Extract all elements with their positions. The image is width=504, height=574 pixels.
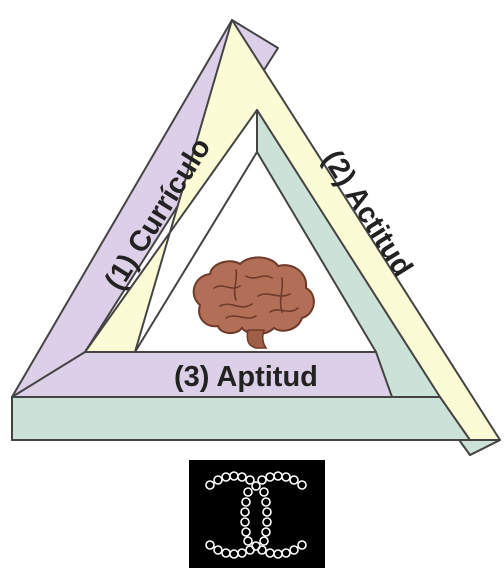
chain-logo-icon [189,460,325,568]
label-aptitud: (3) Aptitud [174,361,318,393]
brain-icon [192,256,315,349]
aptitud-band-bottom [11,396,471,441]
aptitud-strip [11,351,393,398]
